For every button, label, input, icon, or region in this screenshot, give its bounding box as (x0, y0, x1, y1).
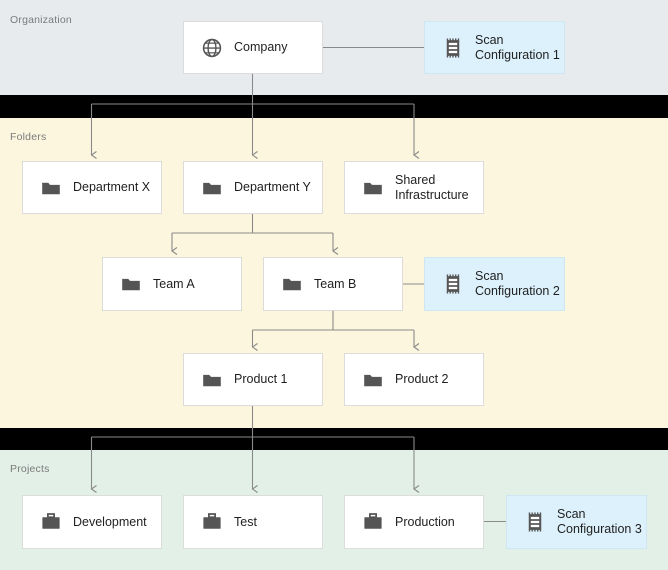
folder-icon (364, 182, 382, 194)
node-development[interactable]: Development (22, 495, 162, 549)
node-label-development: Development (73, 514, 147, 529)
briefcase-icon (42, 513, 60, 529)
folder-icon (283, 278, 301, 291)
node-label-test: Test (234, 514, 257, 529)
band-label-projects: Projects (10, 463, 50, 475)
band-label-organization: Organization (10, 14, 72, 26)
node-department-x[interactable]: Department X (22, 161, 162, 214)
node-scan-configuration-3[interactable]: Scan Configuration 3 (506, 495, 647, 549)
node-label-department-y: Department Y (234, 180, 311, 194)
node-label-scan-configuration-3: Scan Configuration 3 (557, 507, 642, 536)
node-scan-configuration-1[interactable]: Scan Configuration 1 (424, 21, 565, 74)
folder-icon (364, 374, 382, 386)
band-organization (0, 0, 668, 95)
node-team-a[interactable]: Team A (102, 257, 242, 311)
node-label-scan-configuration-1: Scan Configuration 1 (475, 32, 560, 62)
node-label-department-x: Department X (73, 180, 151, 194)
scan-config-icon (446, 37, 460, 58)
node-label-production: Production (395, 514, 455, 529)
folder-icon (203, 374, 221, 386)
folder-icon (42, 182, 60, 194)
node-label-product-1: Product 1 (234, 372, 288, 386)
node-team-b[interactable]: Team B (263, 257, 403, 311)
node-label-team-b: Team B (314, 276, 357, 291)
node-label-team-a: Team A (153, 276, 195, 291)
node-company[interactable]: Company (183, 21, 323, 74)
node-label-product-2: Product 2 (395, 372, 449, 386)
node-department-y[interactable]: Department Y (183, 161, 323, 214)
node-label-company: Company (234, 40, 288, 54)
node-label-scan-configuration-2: Scan Configuration 2 (475, 269, 560, 298)
briefcase-icon (203, 513, 221, 529)
folder-icon (122, 278, 140, 291)
scan-config-icon (528, 512, 542, 532)
node-product-1[interactable]: Product 1 (183, 353, 323, 406)
briefcase-icon (364, 513, 382, 529)
folder-icon (203, 182, 221, 194)
node-label-shared-infrastructure: Shared Infrastructure (395, 172, 469, 202)
node-scan-configuration-2[interactable]: Scan Configuration 2 (424, 257, 565, 311)
globe-icon (202, 38, 222, 57)
node-shared-infrastructure[interactable]: Shared Infrastructure (344, 161, 484, 214)
node-test[interactable]: Test (183, 495, 323, 549)
node-product-2[interactable]: Product 2 (344, 353, 484, 406)
node-production[interactable]: Production (344, 495, 484, 549)
band-label-folders: Folders (10, 131, 47, 143)
scan-config-icon (446, 274, 460, 294)
